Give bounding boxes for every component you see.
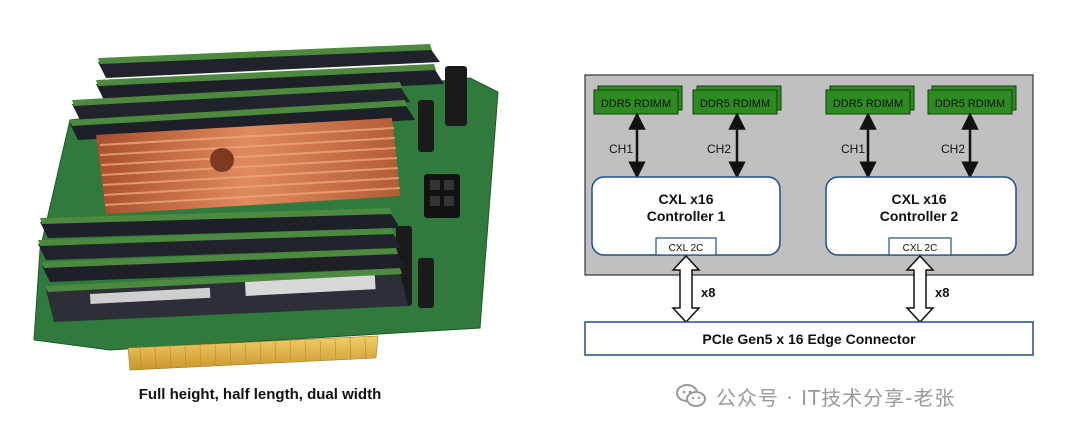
rdimm-module-4: DDR5 RDIMM bbox=[927, 85, 1017, 115]
dimm-stack-top bbox=[70, 44, 444, 140]
dimm-stack-bottom bbox=[38, 208, 408, 322]
edge-finger-lines bbox=[139, 337, 367, 370]
cxl-card-photo bbox=[33, 44, 499, 371]
link-width-label-1: x8 bbox=[701, 285, 715, 300]
link-arrow-2 bbox=[905, 254, 935, 324]
wechat-icon bbox=[676, 384, 706, 407]
link-width-label-2: x8 bbox=[935, 285, 949, 300]
edge-connector-label: PCIe Gen5 x 16 Edge Connector bbox=[702, 331, 916, 347]
channel-label-4: CH2 bbox=[941, 142, 965, 156]
controller-2-title: CXL x16 bbox=[892, 191, 947, 207]
controller-1-subtitle: Controller 1 bbox=[647, 208, 726, 224]
copper-heatsink bbox=[96, 118, 401, 214]
photo-caption: Full height, half length, dual width bbox=[138, 386, 382, 403]
rdimm-label-2: DDR5 RDIMM bbox=[700, 98, 770, 110]
channel-arrows bbox=[628, 112, 979, 179]
power-connector bbox=[424, 174, 460, 218]
rdimm-module-2: DDR5 RDIMM bbox=[692, 85, 782, 115]
controller-1: CXL x16 Controller 1 CXL 2C bbox=[591, 176, 781, 256]
watermark: 公众号 · IT技术分享-老张 bbox=[676, 381, 955, 411]
link-arrow-1 bbox=[671, 254, 701, 324]
watermark-text: 公众号 · IT技术分享-老张 bbox=[716, 385, 956, 410]
controller-2: CXL x16 Controller 2 CXL 2C bbox=[825, 176, 1017, 256]
cxl-block-diagram: DDR5 RDIMM DDR5 RDIMM DDR5 RDIMM DDR5 RD… bbox=[584, 74, 1034, 356]
rdimm-module-3: DDR5 RDIMM bbox=[825, 85, 915, 115]
controller-2-port-label: CXL 2C bbox=[903, 243, 938, 254]
channel-label-1: CH1 bbox=[609, 142, 633, 156]
controller-1-title: CXL x16 bbox=[659, 191, 714, 207]
rdimm-label-1: DDR5 RDIMM bbox=[601, 98, 671, 110]
rdimm-label-4: DDR5 RDIMM bbox=[935, 98, 1005, 110]
rdimm-label-3: DDR5 RDIMM bbox=[833, 98, 903, 110]
channel-label-2: CH2 bbox=[707, 142, 731, 156]
rdimm-module-1: DDR5 RDIMM bbox=[593, 85, 683, 115]
edge-connector-box bbox=[584, 321, 1034, 356]
channel-label-3: CH1 bbox=[841, 142, 865, 156]
gold-edge-fingers bbox=[127, 335, 379, 371]
controller-2-subtitle: Controller 2 bbox=[880, 208, 959, 224]
controller-1-port-label: CXL 2C bbox=[669, 243, 704, 254]
